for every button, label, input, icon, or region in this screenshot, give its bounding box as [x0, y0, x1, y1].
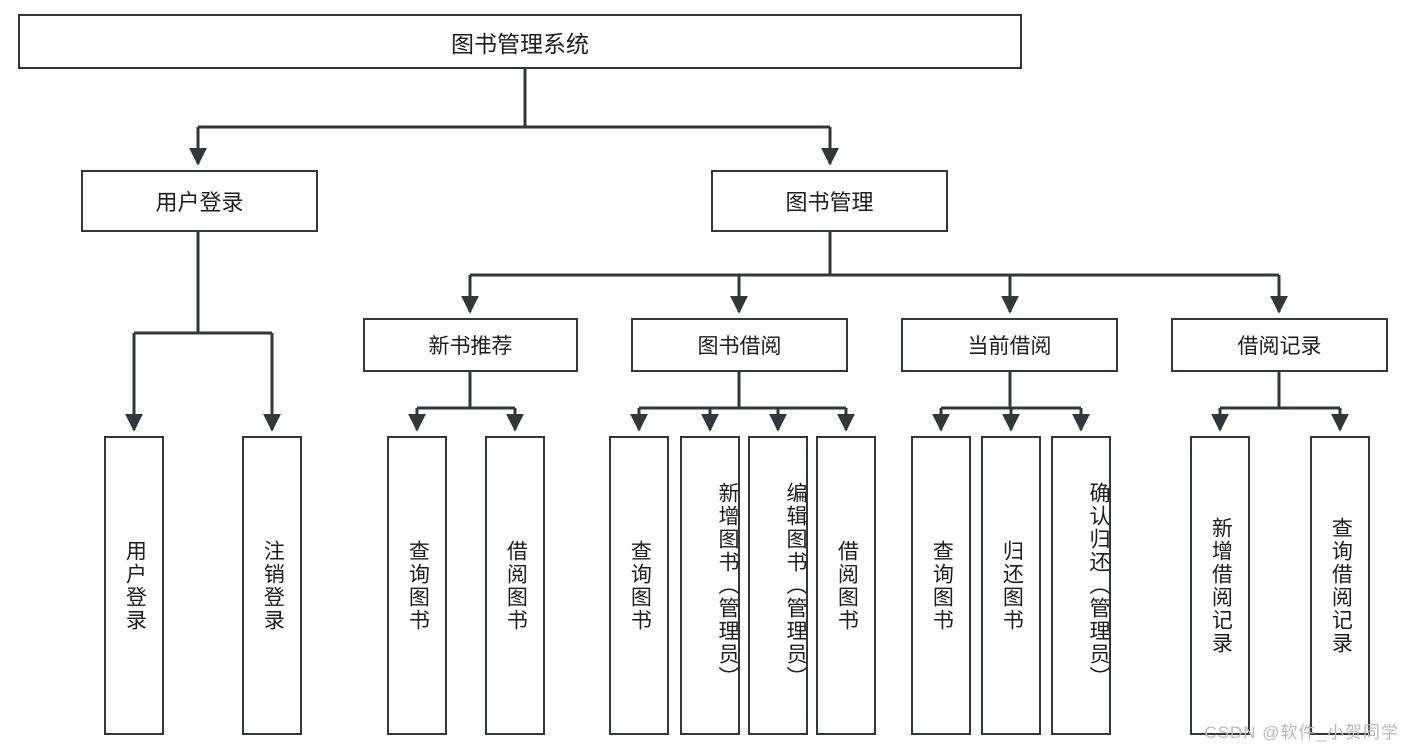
leaf-edit-book-admin[interactable]: 编辑图书（管理员）	[748, 436, 808, 735]
leaf-add-book-admin[interactable]: 新增图书（管理员）	[680, 436, 740, 735]
node-new-book-recommend[interactable]: 新书推荐	[363, 318, 578, 372]
leaf-borrow-book[interactable]: 借阅图书	[816, 436, 876, 735]
leaf-logout-login[interactable]: 注销登录	[242, 436, 302, 735]
leaf-borrow-book-recommend[interactable]: 借阅图书	[485, 436, 545, 735]
leaf-query-book-recommend[interactable]: 查询图书	[387, 436, 447, 735]
node-new-book-recommend-label: 新书推荐	[428, 335, 513, 358]
leaf-query-book-current[interactable]: 查询图书	[911, 436, 971, 735]
node-user-login[interactable]: 用户登录	[81, 170, 318, 232]
node-root-label: 图书管理系统	[451, 30, 589, 57]
leaf-confirm-return-admin[interactable]: 确认归还（管理员）	[1051, 436, 1111, 735]
node-borrow-record-label: 借阅记录	[1237, 335, 1322, 358]
node-borrow-record[interactable]: 借阅记录	[1171, 318, 1388, 372]
node-book-management[interactable]: 图书管理	[711, 170, 948, 232]
node-root[interactable]: 图书管理系统	[18, 14, 1022, 69]
leaf-query-borrow-record[interactable]: 查询借阅记录	[1310, 436, 1370, 735]
node-user-login-label: 用户登录	[155, 190, 244, 215]
leaf-query-book-borrow[interactable]: 查询图书	[609, 436, 669, 735]
node-book-management-label: 图书管理	[785, 190, 874, 215]
leaf-add-borrow-record[interactable]: 新增借阅记录	[1190, 436, 1250, 735]
leaf-user-login[interactable]: 用户登录	[104, 436, 164, 735]
node-book-borrow-label: 图书借阅	[697, 335, 782, 358]
node-current-borrow[interactable]: 当前借阅	[901, 318, 1118, 372]
node-book-borrow[interactable]: 图书借阅	[631, 318, 848, 372]
leaf-return-book[interactable]: 归还图书	[981, 436, 1041, 735]
node-current-borrow-label: 当前借阅	[967, 335, 1052, 358]
